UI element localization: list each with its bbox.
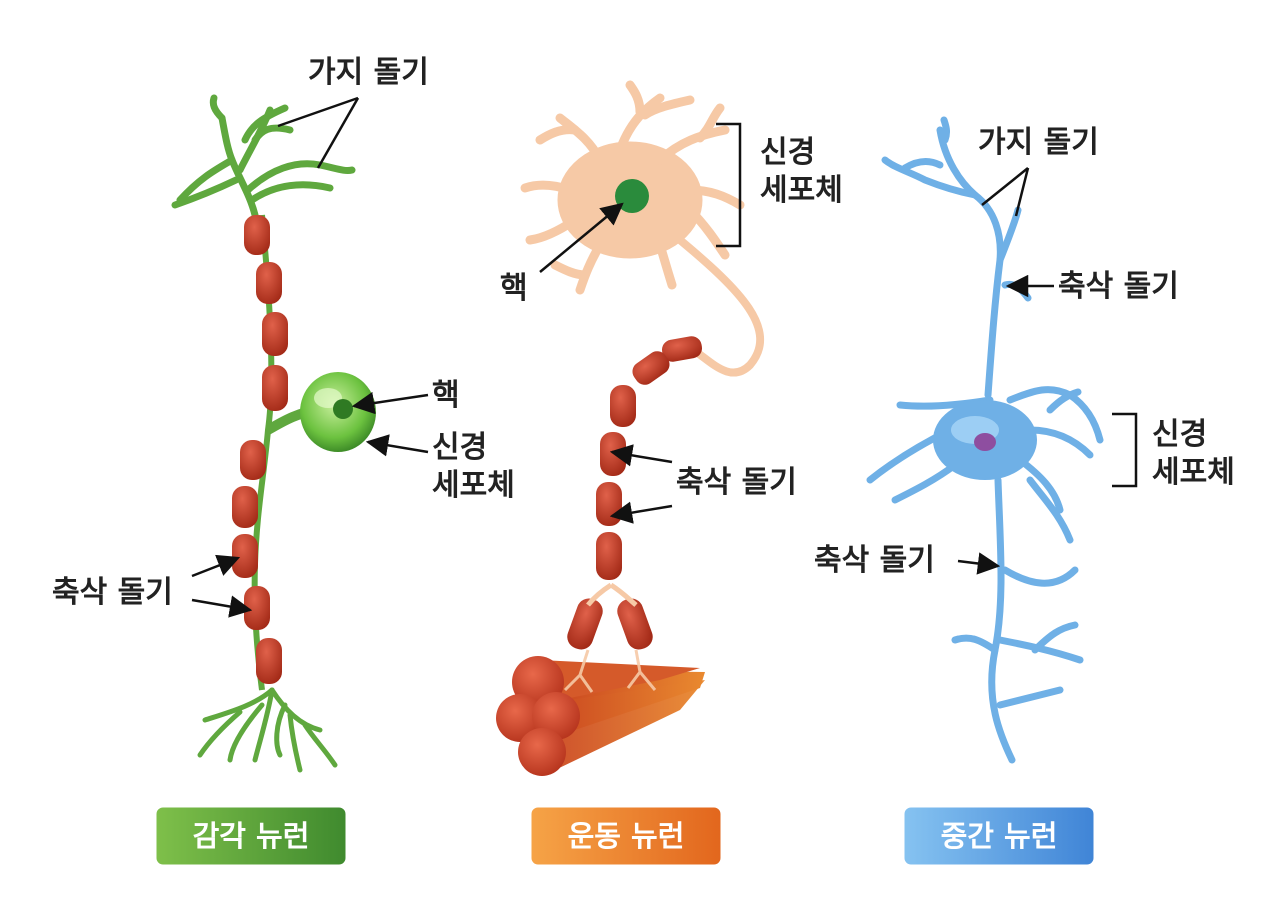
- motor-axon-pointer-2: [609, 501, 673, 524]
- interneuron-axon-top-label: 축삭 돌기: [1058, 269, 1179, 304]
- sensory-axon-pointer-1: [191, 554, 241, 578]
- motor-cell-body: [520, 80, 765, 377]
- motor-nucleus: [615, 179, 649, 213]
- motor-cell-body-label-1: 신경: [760, 135, 815, 170]
- interneuron-dendrite-pointer-1: [981, 167, 1029, 206]
- motor-neuron-tag-label: 운동 뉴런: [568, 819, 685, 853]
- sensory-dendrite-pointer-2: [316, 97, 360, 169]
- motor-axon-branch: [586, 582, 638, 607]
- sensory-myelin-sheaths: [232, 215, 288, 684]
- sensory-neuron-tag: 감각 뉴런: [153, 804, 349, 868]
- sensory-axon-pointer-2: [191, 595, 253, 618]
- sensory-nucleus-pointer: [351, 391, 429, 415]
- sensory-cell-body-pointer: [365, 434, 429, 457]
- sensory-nucleus: [333, 399, 353, 419]
- sensory-nucleus-label: 핵: [432, 378, 460, 413]
- sensory-cell-body-label-1: 신경: [432, 430, 487, 465]
- motor-axon-label: 축삭 돌기: [676, 465, 797, 500]
- motor-axon-pointer-1: [609, 444, 673, 467]
- sensory-cell-body-label-2: 세포체: [432, 468, 515, 503]
- motor-cell-body-label-2: 세포체: [760, 173, 843, 208]
- motor-neuron-tag: 운동 뉴런: [528, 804, 724, 868]
- muscle-fiber-bundle: [496, 649, 705, 776]
- interneuron-dendrite-label: 가지 돌기: [978, 125, 1099, 160]
- interneuron-cell-body-label-2: 세포체: [1152, 455, 1235, 490]
- motor-neuron: 신경 세포체 핵 축삭 돌기: [496, 80, 843, 776]
- sensory-dendrite-label: 가지 돌기: [308, 55, 429, 90]
- sensory-dendrite-pointer-1: [277, 96, 359, 128]
- interneuron-axon-bottom-pointer: [957, 552, 1001, 575]
- interneuron-nucleus: [974, 433, 996, 451]
- motor-cell-body-bracket: [716, 122, 742, 248]
- interneuron-dendrite-pointer-2: [1014, 167, 1030, 217]
- interneuron-axon-bottom-label: 축삭 돌기: [814, 543, 935, 578]
- interneuron-cell-body-label-1: 신경: [1152, 417, 1207, 452]
- motor-nucleus-label: 핵: [500, 271, 528, 306]
- motor-nucleus-pointer: [539, 202, 624, 273]
- interneuron-tag: 중간 뉴런: [901, 804, 1097, 868]
- interneuron-cell-body-bracket: [1112, 412, 1138, 488]
- sensory-axon-label: 축삭 돌기: [52, 575, 173, 610]
- sensory-axon-terminals: [197, 687, 338, 773]
- sensory-neuron: 가지 돌기 핵 신경 세포체 축삭 돌기: [52, 55, 515, 773]
- interneuron: 가지 돌기 축삭 돌기 신경 세포체 축삭 돌기: [814, 116, 1235, 764]
- sensory-neuron-tag-label: 감각 뉴런: [193, 819, 310, 853]
- interneuron-tag-label: 중간 뉴런: [941, 819, 1058, 853]
